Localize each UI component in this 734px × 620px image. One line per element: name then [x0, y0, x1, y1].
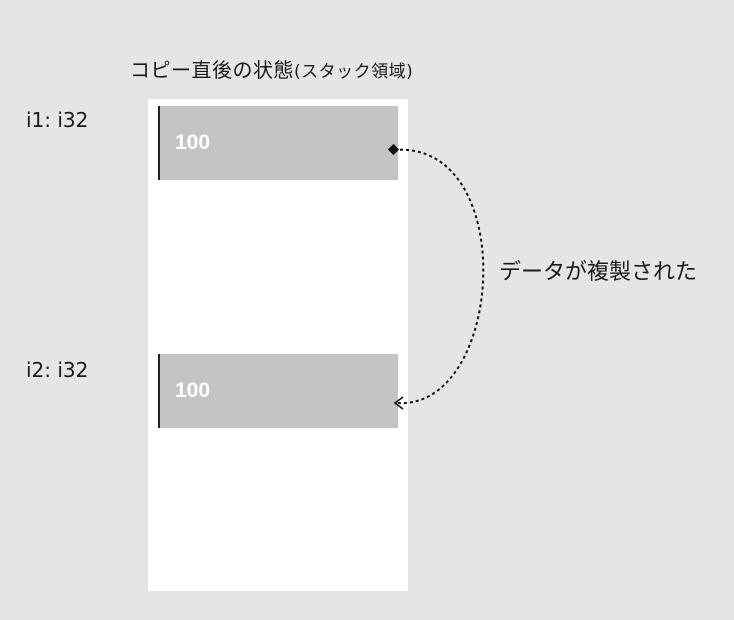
copy-annotation: データが複製された [499, 260, 698, 285]
variable-label-i1: i1: i32 [26, 108, 89, 132]
diagram-title: コピー直後の状態(スタック領域) [130, 54, 413, 83]
cell-value-i2: 100 [175, 379, 211, 402]
title-paren: (スタック領域) [294, 62, 414, 82]
stack-cell-i1: 100 [158, 106, 398, 180]
title-main: コピー直後の状態 [130, 58, 294, 82]
stack-cell-i2: 100 [158, 354, 398, 428]
cell-value-i1: 100 [175, 131, 211, 154]
stack-area [148, 99, 408, 591]
variable-label-i2: i2: i32 [26, 358, 89, 382]
